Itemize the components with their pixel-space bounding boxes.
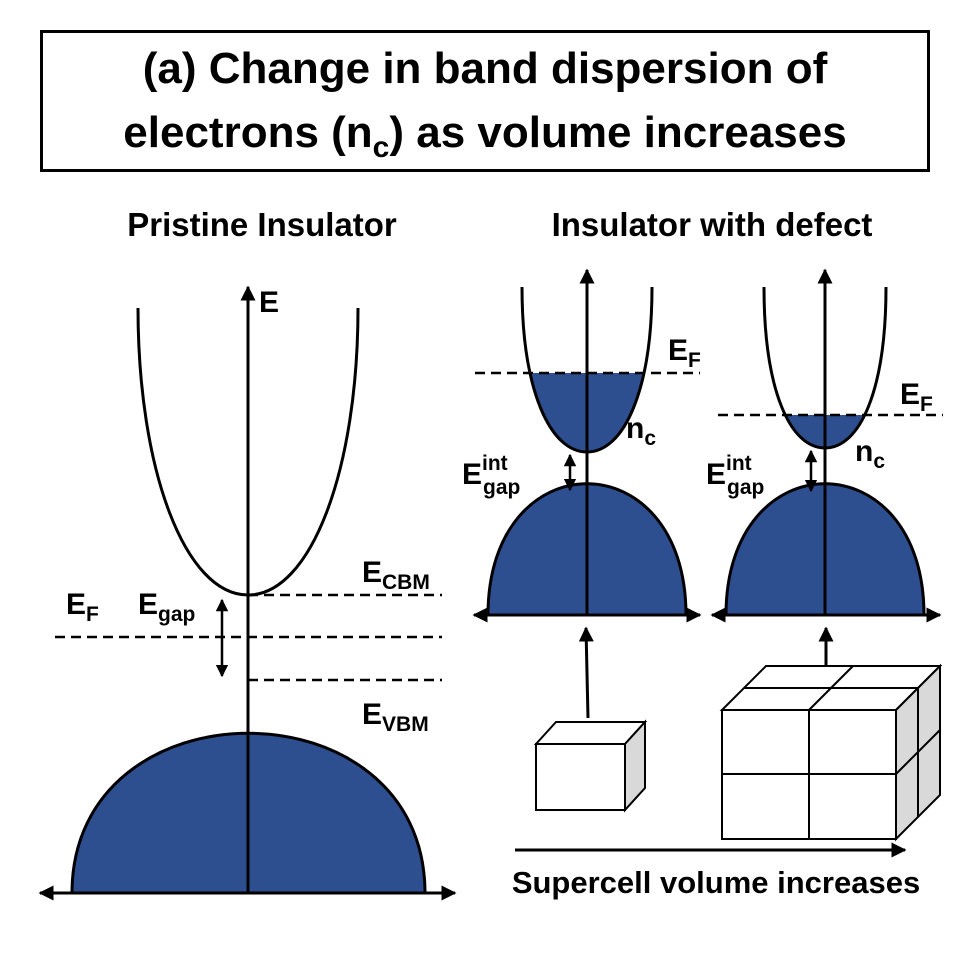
small-supercell-cube	[533, 719, 648, 813]
title-line-2-end: ) as volume increases	[389, 108, 847, 157]
small-fermi-label: EF	[668, 334, 701, 372]
pristine-fermi-label: EF	[66, 588, 99, 626]
title-box: (a) Change in band dispersion of electro…	[40, 30, 930, 172]
title-line-2-start: electrons (n	[123, 108, 373, 157]
title-line-2: electrons (nc) as volume increases	[43, 101, 927, 165]
large-nc-label: nc	[855, 435, 885, 473]
pristine-egap-label: Egap	[138, 588, 195, 626]
large-fermi-label: EF	[900, 378, 933, 416]
defect-panel-small	[472, 268, 702, 623]
supercell-label: Supercell volume increases	[512, 865, 920, 900]
pristine-axis-label: E	[259, 286, 279, 319]
pristine-evbm-label: EVBM	[362, 698, 429, 736]
title-line-2-subscript: c	[372, 131, 390, 164]
large-supercell-cube	[719, 663, 943, 842]
defect-panel-large	[710, 268, 943, 623]
small-nc-label: nc	[626, 412, 656, 450]
title-line-1: (a) Change in band dispersion of	[142, 44, 828, 93]
pristine-heading: Pristine Insulator	[127, 206, 397, 243]
small-cell-pointer	[578, 626, 594, 719]
pristine-ecbm-label: ECBM	[362, 556, 430, 594]
defect-heading: Insulator with defect	[552, 206, 873, 243]
